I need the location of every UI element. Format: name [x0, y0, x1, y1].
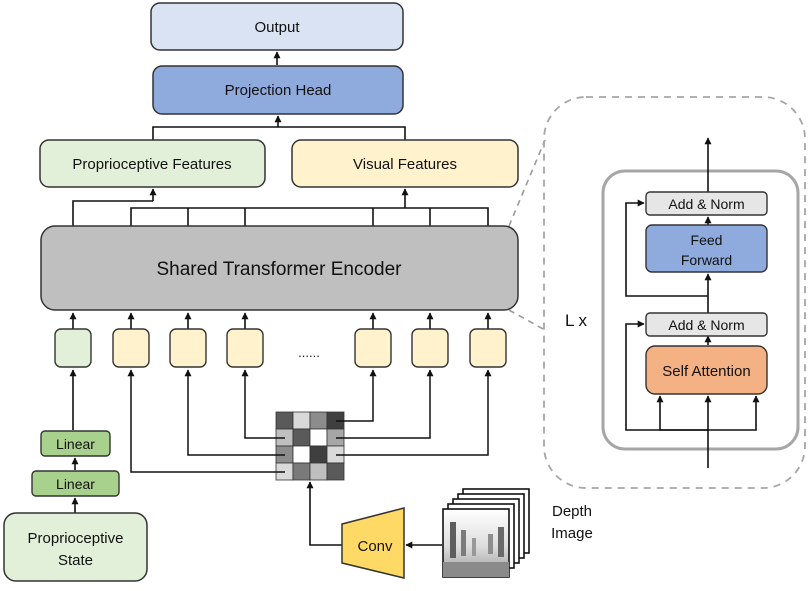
encoder-output-connectors	[72, 188, 489, 226]
zoom-connector-bottom	[508, 309, 546, 331]
visual-token	[112, 328, 150, 368]
visual-token	[226, 328, 264, 368]
repeat-label: L x	[565, 311, 588, 330]
self-attention-box	[645, 345, 768, 395]
proprioceptive-state-box	[3, 512, 148, 582]
self-attention-label: Self Attention	[662, 363, 750, 380]
add-norm-bottom-box	[645, 312, 768, 337]
depth-label-line1: Depth	[552, 503, 592, 520]
encoder-detail-panel	[543, 96, 806, 489]
feed-forward-line1: Feed	[691, 232, 723, 248]
transformer-layer-frame	[601, 169, 800, 451]
arrow-conv-to-grid	[306, 481, 342, 546]
layer-flow-arrows	[625, 137, 760, 468]
add-norm-top-box	[645, 191, 768, 216]
zoom-connector-top	[508, 139, 546, 227]
proprioceptive-state-line2: State	[58, 552, 93, 569]
proprioceptive-token	[54, 328, 92, 368]
depth-label-line2: Image	[551, 525, 593, 542]
shared-transformer-encoder-box	[40, 225, 519, 311]
depth-image-stack	[442, 488, 530, 578]
feature-to-token-connectors	[127, 369, 492, 473]
conv-box	[341, 507, 405, 579]
encoder-label: Shared Transformer Encoder	[156, 259, 402, 280]
projection-head-box	[152, 65, 404, 115]
output-box	[150, 2, 404, 51]
feature-map-grid	[275, 411, 345, 481]
add-norm-bottom-label: Add & Norm	[668, 317, 744, 333]
visual-token	[169, 328, 207, 368]
linear-top-box	[40, 430, 111, 457]
visual-features-box	[291, 139, 519, 188]
add-norm-top-label: Add & Norm	[668, 196, 744, 212]
linear-bottom-label: Linear	[56, 476, 95, 492]
visual-token	[354, 328, 392, 368]
features-merge-line	[152, 126, 406, 140]
proprioceptive-state-line1: Proprioceptive	[28, 530, 124, 547]
token-to-encoder-arrows	[69, 312, 492, 329]
visual-token	[411, 328, 449, 368]
proprioceptive-features-label: Proprioceptive Features	[72, 156, 231, 173]
token-ellipsis: ......	[298, 345, 320, 360]
proprioceptive-features-box	[39, 139, 266, 188]
visual-features-label: Visual Features	[353, 156, 457, 173]
projection-head-label: Projection Head	[225, 82, 332, 99]
feed-forward-box	[645, 224, 768, 273]
visual-token	[469, 328, 507, 368]
feed-forward-line2: Forward	[681, 252, 732, 268]
conv-label: Conv	[357, 538, 393, 555]
output-label: Output	[254, 19, 300, 36]
linear-top-label: Linear	[56, 436, 95, 452]
linear-bottom-box	[31, 470, 120, 497]
